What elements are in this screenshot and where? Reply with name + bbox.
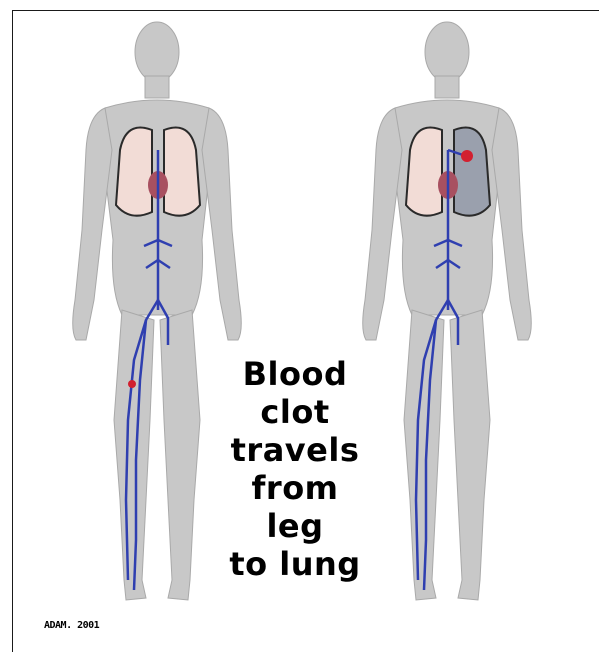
caption: Blood clot travels from leg to lung: [225, 355, 365, 583]
human-body: [73, 22, 242, 600]
caption-line: travels: [225, 431, 365, 469]
frame-left-border: [12, 10, 13, 652]
caption-line: to lung: [225, 545, 365, 583]
blood-clot-marker: [128, 380, 136, 388]
caption-line: Blood: [225, 355, 365, 393]
caption-line: clot: [225, 393, 365, 431]
human-body: [363, 22, 532, 600]
blood-clot-marker: [461, 150, 473, 162]
copyright-credit: ADAM. 2001: [44, 620, 99, 631]
caption-line: from leg: [225, 469, 365, 545]
